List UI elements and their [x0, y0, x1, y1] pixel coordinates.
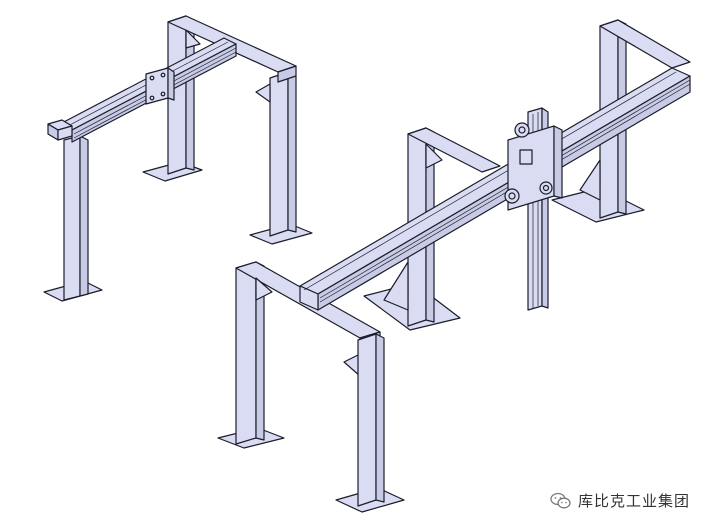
watermark: 库比克工业集团 — [550, 490, 690, 511]
left-gantry-leg-back-right — [249, 71, 313, 245]
wechat-icon — [550, 492, 571, 508]
left-gantry — [43, 15, 313, 302]
left-gantry-carriage — [145, 67, 175, 105]
right-gantry-leg-middle — [363, 127, 501, 331]
left-gantry-leg-front — [43, 135, 103, 302]
right-gantry-beam — [299, 67, 691, 311]
watermark-text: 库比克工业集团 — [577, 492, 690, 510]
right-gantry — [217, 19, 691, 513]
right-gantry-carriage — [504, 122, 563, 211]
left-gantry-motor — [47, 119, 73, 141]
